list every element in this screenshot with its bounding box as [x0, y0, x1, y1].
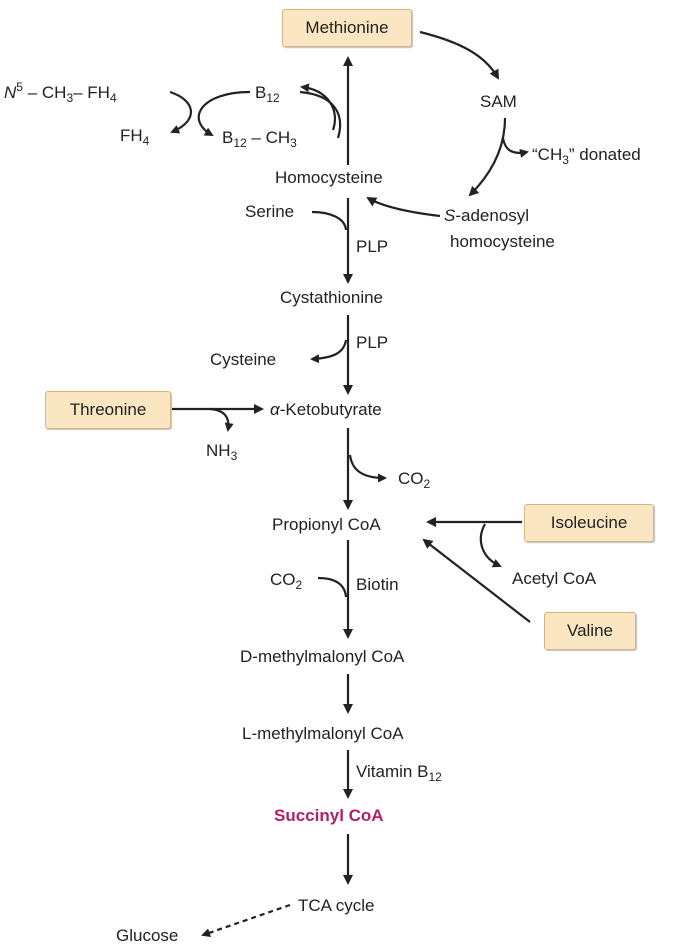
arrow-cysteine-branch — [310, 339, 348, 364]
arrow-valine-to-propionyl — [422, 538, 531, 623]
arrow-acetyl-branch — [479, 523, 502, 568]
n5-methyl-fh4: N5 – CH3– FH4 — [4, 80, 117, 105]
valine-label: Valine — [567, 621, 613, 640]
alpha-ketobutyrate: α-Ketobutyrate — [270, 400, 382, 419]
arrow-tca-to-glucose — [201, 903, 291, 937]
propionyl-coa: Propionyl CoA — [272, 515, 381, 534]
arrow-b12-to-axis — [299, 90, 342, 139]
arrow-ch3-donated — [501, 137, 529, 158]
b12-ch3: B12 – CH3 — [222, 128, 297, 150]
fh4: FH4 — [120, 126, 150, 148]
plp-1: PLP — [356, 237, 389, 256]
glucose: Glucose — [116, 926, 179, 945]
l-methylmalonyl-coa: L-methylmalonyl CoA — [242, 724, 404, 743]
co2-in: CO2 — [270, 570, 303, 592]
vitamin-b12: Vitamin B12 — [356, 762, 442, 784]
arrow-co2-in — [317, 576, 348, 598]
arrow-nh3-branch — [209, 407, 234, 432]
isoleucine-box: Isoleucine — [524, 504, 654, 542]
tca-cycle: TCA cycle — [298, 896, 375, 915]
b12-top: B12 — [255, 83, 280, 105]
ch3-donated: “CH3” donated — [532, 145, 641, 167]
biotin: Biotin — [356, 575, 399, 594]
d-methylmalonyl-coa: D-methylmalonyl CoA — [240, 647, 405, 666]
arrow-methionine-to-sam — [419, 30, 499, 80]
plp-2: PLP — [356, 333, 389, 352]
s-adenosyl: S-adenosyl — [444, 206, 530, 225]
threonine-label: Threonine — [69, 400, 147, 419]
arrow-b12-to-b12ch3 — [197, 90, 251, 136]
arrow-co2-branch — [348, 454, 387, 483]
methionine-box: Methionine — [282, 9, 412, 47]
succinyl-coa: Succinyl CoA — [274, 806, 384, 825]
s-adenosyl-homocysteine: homocysteine — [450, 232, 555, 251]
acetyl-coa: Acetyl CoA — [512, 569, 597, 588]
arrow-b12ch3-loop — [300, 83, 337, 131]
methionine-label: Methionine — [305, 18, 389, 37]
valine-box: Valine — [544, 612, 636, 650]
nh3: NH3 — [206, 441, 238, 463]
cystathionine: Cystathionine — [280, 288, 384, 307]
homocysteine: Homocysteine — [275, 168, 383, 187]
arrow-n5-to-fh4 — [169, 90, 193, 134]
isoleucine-label: Isoleucine — [550, 513, 628, 532]
arrow-serine-join — [311, 210, 348, 231]
threonine-box: Threonine — [45, 391, 171, 429]
arrow-sam-to-sah — [468, 117, 507, 197]
serine: Serine — [245, 202, 295, 221]
arrow-sah-to-homocysteine — [366, 196, 441, 218]
cysteine: Cysteine — [210, 350, 277, 369]
co2-out: CO2 — [398, 469, 431, 491]
sam: SAM — [480, 92, 517, 111]
